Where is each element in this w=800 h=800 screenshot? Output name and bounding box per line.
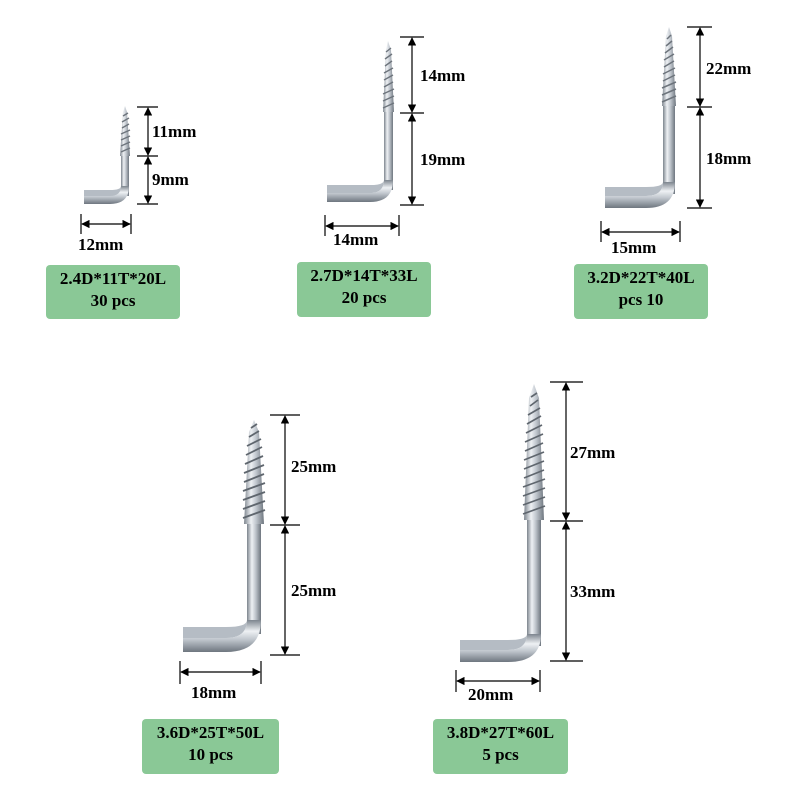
hook-4-screw xyxy=(183,420,266,652)
hook-3-screw xyxy=(605,27,677,208)
hook-3-size: 3.2D*22T*40L xyxy=(587,268,695,287)
hook-1-shank-length: 9mm xyxy=(152,170,189,189)
hook-1-screw xyxy=(84,106,131,204)
hook-5-dimensions: 27mm 33mm 20mm xyxy=(455,381,615,704)
hook-4-width: 18mm xyxy=(191,683,236,702)
hook-5-shank-length: 33mm xyxy=(570,582,615,601)
hook-1-label: 2.4D*11T*20L 30 pcs xyxy=(46,265,180,319)
hook-5: 27mm 33mm 20mm xyxy=(455,381,615,704)
hook-4-quantity: 10 pcs xyxy=(188,745,233,764)
hook-3-thread-length: 22mm xyxy=(706,59,751,78)
hook-3-shank-length: 18mm xyxy=(706,149,751,168)
hook-5-thread-length: 27mm xyxy=(570,443,615,462)
hook-1-thread-length: 11mm xyxy=(152,122,196,141)
hook-1-quantity: 30 pcs xyxy=(90,291,136,310)
hook-2-size: 2.7D*14T*33L xyxy=(310,266,418,285)
hook-5-size: 3.8D*27T*60L xyxy=(446,723,555,742)
hook-1-size: 2.4D*11T*20L xyxy=(59,269,167,288)
hook-3-label: 3.2D*22T*40L pcs 10 xyxy=(574,264,708,319)
hook-4-size: 3.6D*25T*50L xyxy=(156,723,265,742)
hook-5-label: 3.8D*27T*60L 5 pcs xyxy=(433,719,568,774)
hook-1-width: 12mm xyxy=(78,235,123,254)
hook-1: 11mm 9mm 12mm xyxy=(78,106,196,254)
hook-2-quantity: 20 pcs xyxy=(341,288,387,307)
hook-2-dimensions: 14mm 19mm 14mm xyxy=(324,36,465,249)
hook-2-label: 2.7D*14T*33L 20 pcs xyxy=(297,262,431,317)
hook-4-thread-length: 25mm xyxy=(291,457,336,476)
hook-2-thread-length: 14mm xyxy=(420,66,465,85)
hook-5-screw xyxy=(460,384,546,662)
hook-3-dimensions: 22mm 18mm 15mm xyxy=(600,26,751,257)
hook-2-shank-length: 19mm xyxy=(420,150,465,169)
hook-2-screw xyxy=(327,41,395,202)
hook-1-dimensions: 11mm 9mm 12mm xyxy=(78,106,196,254)
hook-3-width: 15mm xyxy=(611,238,656,257)
hook-4: 25mm 25mm 18mm xyxy=(179,414,336,702)
hook-4-shank-length: 25mm xyxy=(291,581,336,600)
hook-5-quantity: 5 pcs xyxy=(482,745,519,764)
hook-2-width: 14mm xyxy=(333,230,378,249)
hook-3: 22mm 18mm 15mm xyxy=(600,26,751,257)
hook-2: 14mm 19mm 14mm xyxy=(324,36,465,249)
hook-4-label: 3.6D*25T*50L 10 pcs xyxy=(142,719,279,774)
hook-3-quantity: pcs 10 xyxy=(618,290,664,309)
hook-4-dimensions: 25mm 25mm 18mm xyxy=(179,414,336,702)
hook-5-width: 20mm xyxy=(468,685,513,704)
